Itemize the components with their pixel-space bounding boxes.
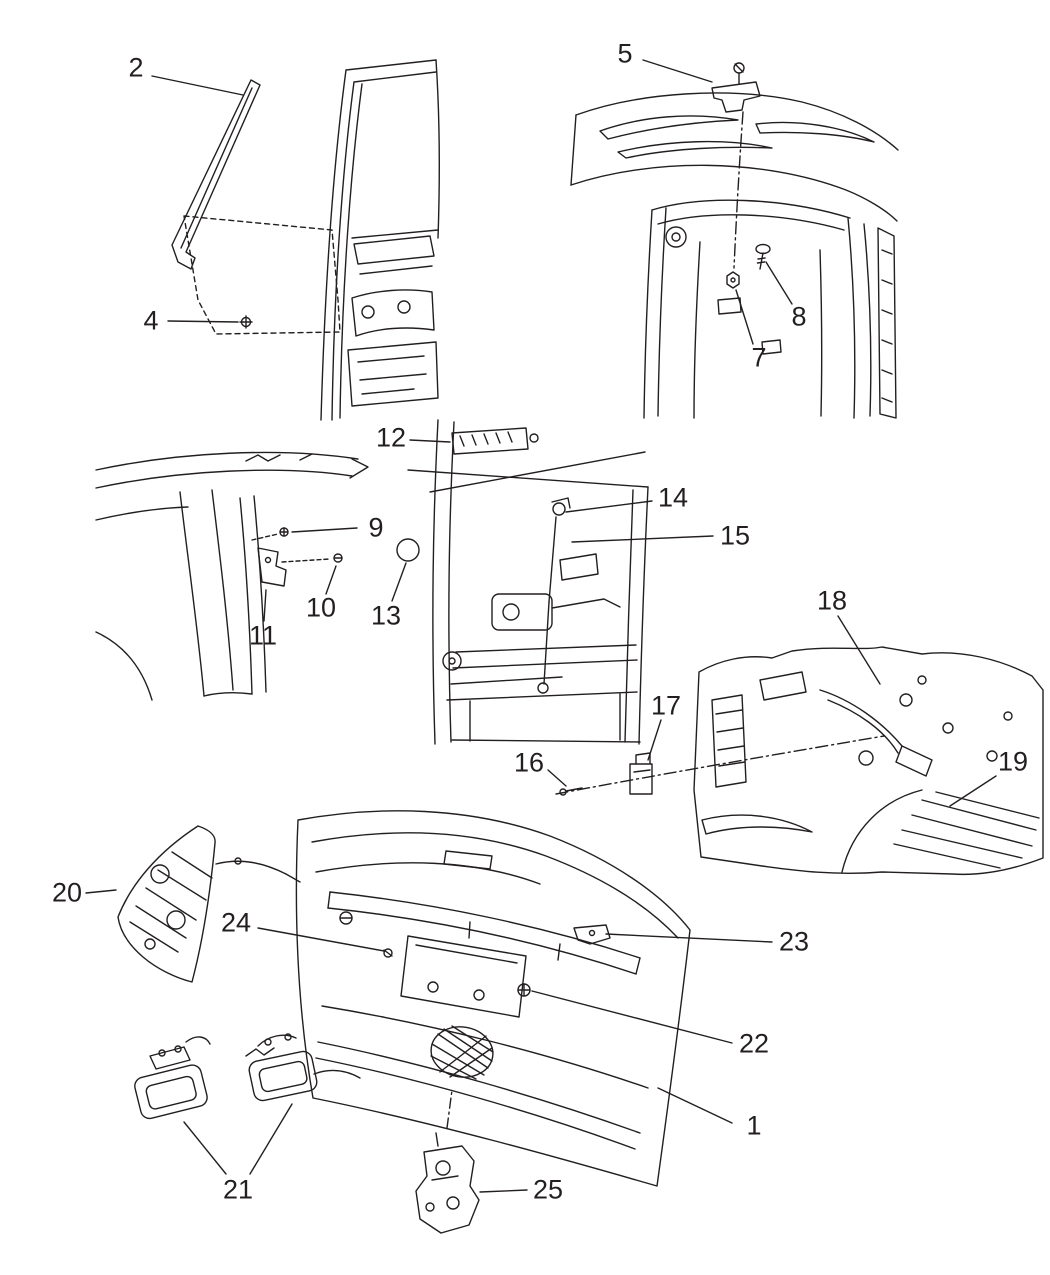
part-grommet: [396, 538, 420, 562]
part-trim-clip: [239, 315, 253, 329]
callout-21: 21: [222, 1174, 254, 1205]
callout-8: 8: [791, 301, 807, 332]
part-hinge-bolt: [755, 243, 771, 270]
callout-15: 15: [719, 520, 751, 551]
callout-9: 9: [368, 512, 384, 543]
part-liftgate-panel: [295, 810, 691, 1187]
callout-13: 13: [370, 600, 402, 631]
callout-25: 25: [532, 1174, 564, 1205]
callout-20: 20: [51, 877, 83, 908]
callout-12: 12: [375, 422, 407, 453]
part-badge: [430, 1025, 494, 1080]
callout-11: 11: [248, 620, 278, 651]
callout-4: 4: [143, 305, 159, 336]
callout-18: 18: [816, 585, 848, 616]
view-rear-quarter: [95, 451, 369, 701]
callout-22: 22: [738, 1028, 770, 1059]
callout-2: 2: [128, 52, 144, 83]
part-striker: [629, 752, 653, 795]
callout-1: 1: [746, 1110, 762, 1141]
callout-14: 14: [657, 482, 689, 513]
callout-17: 17: [650, 690, 682, 721]
callout-24: 24: [220, 907, 252, 938]
part-handle-right: [245, 1033, 361, 1102]
part-screw-10: [333, 553, 343, 563]
callout-23: 23: [778, 926, 810, 957]
part-license-pocket: [400, 935, 527, 1018]
callout-7: 7: [751, 342, 767, 373]
part-screw-24: [383, 948, 393, 958]
part-liftgate-hinge: [711, 62, 761, 113]
part-pillar-trim: [171, 79, 261, 270]
callout-5: 5: [617, 38, 633, 69]
view-front-pillar: [171, 59, 441, 421]
view-liftgate-rear: [117, 810, 691, 1234]
part-handle-left: [134, 1036, 211, 1120]
part-latch: [415, 1089, 480, 1234]
part-tail-lamp: [117, 825, 301, 983]
part-top-bracket: [451, 427, 539, 455]
leader-lines: [85, 59, 997, 1193]
callout-10: 10: [305, 592, 337, 623]
part-screw-9: [279, 527, 289, 537]
callout-16: 16: [513, 747, 545, 778]
callout-19: 19: [997, 746, 1029, 777]
view-body-side-inner: [555, 646, 1044, 876]
part-support-bracket: [257, 547, 287, 587]
part-garnish-bracket: [573, 924, 611, 945]
view-liftgate-inner: [396, 419, 649, 745]
part-pin: [559, 787, 583, 796]
view-roof-hinge: [570, 62, 899, 419]
part-gas-strut: [537, 497, 571, 694]
part-hinge-nut: [726, 271, 740, 289]
part-push-nut: [517, 983, 531, 997]
